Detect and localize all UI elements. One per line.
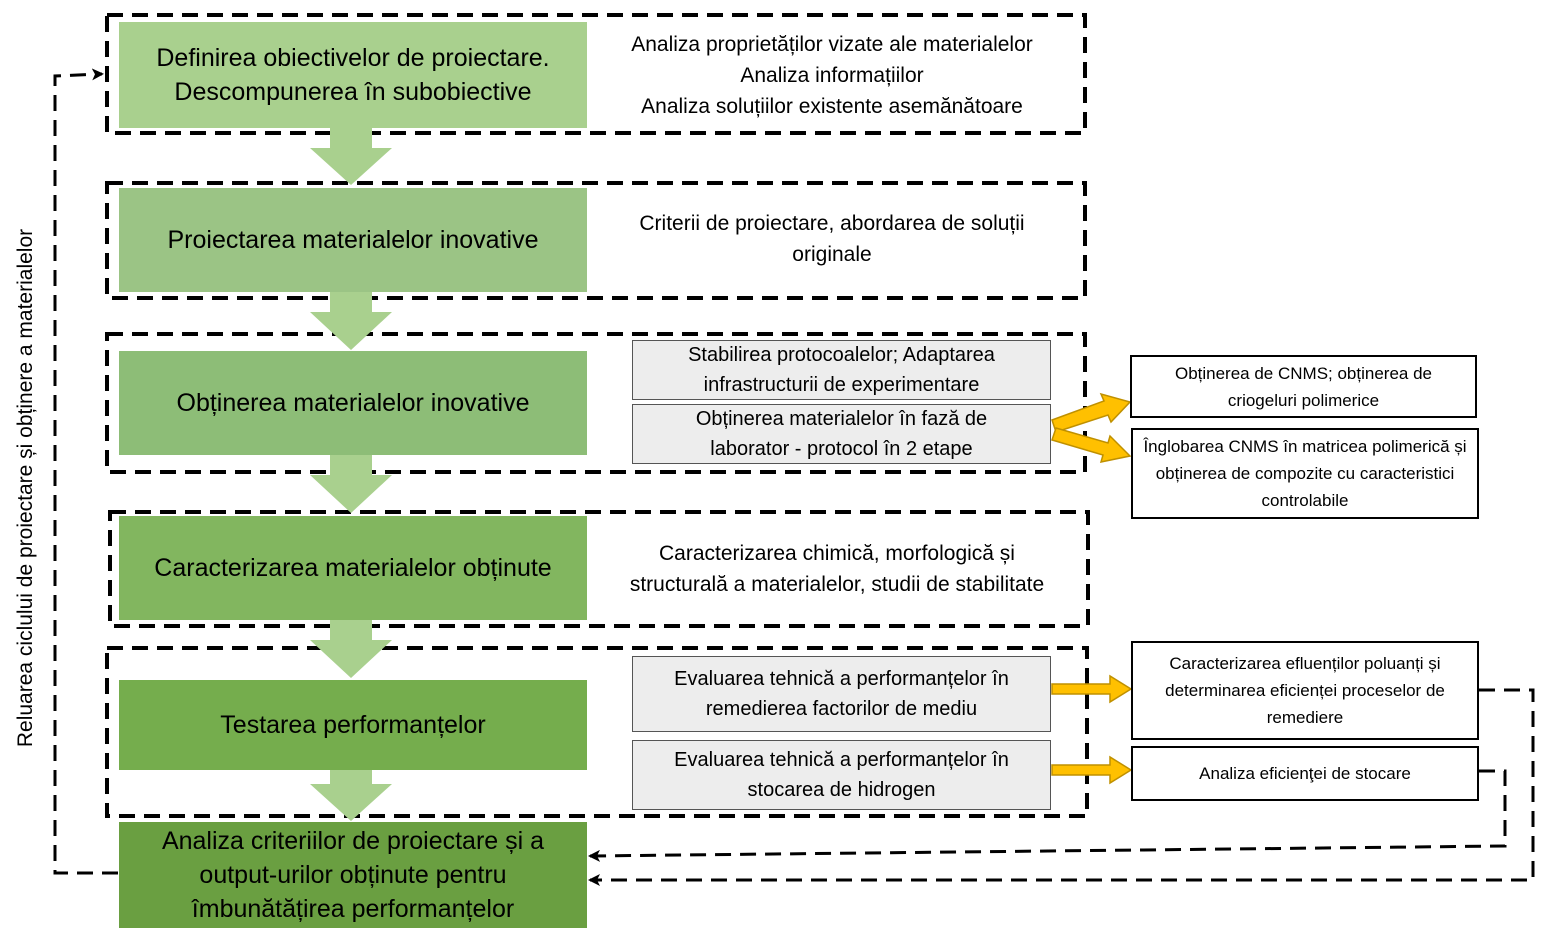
stage-5-output-1-text: Caracterizarea efluenților poluanți și d…: [1165, 654, 1445, 727]
feedback-remediation-line: [588, 688, 1535, 886]
stage-6-box: Analiza criteriilor de proiectare și a o…: [119, 822, 587, 928]
stage-2-box: Proiectarea materialelor inovative: [119, 188, 587, 292]
stage-3-output-2-text: Înglobarea CNMS în matricea polimerică ș…: [1143, 437, 1467, 510]
stage-1-box: Definirea obiectivelor de proiectare. De…: [119, 22, 587, 128]
yellow-arrow-2: [1051, 427, 1132, 463]
stage-1-note: Analiza proprietăților vizate ale materi…: [592, 28, 1072, 122]
stage-3-output-2: Înglobarea CNMS în matricea polimerică ș…: [1131, 428, 1479, 519]
feedback-storage-line: [588, 769, 1507, 862]
stage-3-step-2: Obținerea materialelor în fază de labora…: [632, 404, 1051, 464]
down-arrow-3: [310, 455, 392, 513]
stage-6-label: Analiza criteriilor de proiectare și a o…: [161, 827, 545, 923]
loop-restart-label: Reluarea ciclului de proiectare și obțin…: [14, 228, 37, 748]
stage-5-output-1: Caracterizarea efluenților poluanți și d…: [1131, 641, 1479, 740]
stage-1-note-line-1: Analiza proprietăților vizate ale materi…: [631, 32, 1033, 56]
stage-3-step-2-text: Obținerea materialelor în fază de labora…: [695, 408, 988, 460]
stage-5-output-2: Analiza eficienţei de stocare: [1131, 746, 1479, 801]
group-frame-4: [108, 510, 1090, 628]
group-frame-5: [105, 646, 1089, 818]
yellow-arrow-1: [1051, 392, 1132, 433]
down-arrow-4: [310, 619, 392, 678]
stage-4-note-line-1: Caracterizarea chimică, morfologică și: [659, 542, 1015, 565]
stage-3-step-1: Stabilirea protocoalelor; Adaptarea infr…: [632, 340, 1051, 400]
stage-2-label: Proiectarea materialelor inovative: [167, 226, 539, 254]
stage-2-note-line-2: originale: [792, 243, 872, 266]
stage-4-label: Caracterizarea materialelor obținute: [154, 554, 552, 582]
yellow-arrow-4: [1051, 755, 1133, 785]
stage-3-step-1-text: Stabilirea protocoalelor; Adaptarea infr…: [688, 344, 995, 396]
down-arrow-5: [310, 769, 392, 821]
stage-3-output-1-text: Obținerea de CNMS; obținerea de criogelu…: [1174, 363, 1433, 410]
down-arrow-1: [310, 127, 392, 185]
stage-5-label: Testarea performanțelor: [220, 711, 486, 739]
stage-5-output-2-text: Analiza eficienţei de stocare: [1199, 764, 1411, 783]
stage-2-note-line-1: Criterii de proiectare, abordarea de sol…: [639, 212, 1025, 235]
stage-5-box: Testarea performanțelor: [119, 680, 587, 770]
group-frame-3: [105, 332, 1087, 474]
stage-5-step-2-text: Evaluarea tehnică a performanțelor în st…: [674, 749, 1009, 801]
stage-4-note-line-2: structurală a materialelor, studii de st…: [629, 573, 1045, 596]
stage-5-step-2: Evaluarea tehnică a performanțelor în st…: [632, 740, 1051, 810]
yellow-arrow-3: [1051, 674, 1133, 704]
stage-1-label: Definirea obiectivelor de proiectare. De…: [156, 44, 550, 106]
stage-4-note: Caracterizarea chimică, morfologică și s…: [590, 536, 1084, 602]
down-arrow-2: [310, 291, 392, 350]
stage-5-step-1: Evaluarea tehnică a performanțelor în re…: [632, 656, 1051, 732]
stage-1-note-line-3: Analiza soluțiilor existente asemănătoar…: [641, 94, 1023, 118]
stage-3-label: Obținerea materialelor inovative: [176, 389, 530, 417]
stage-5-step-1-text: Evaluarea tehnică a performanțelor în re…: [674, 668, 1009, 720]
stage-3-box: Obținerea materialelor inovative: [119, 351, 587, 455]
group-frame-2: [105, 181, 1087, 300]
group-frame-1: [105, 13, 1087, 135]
stage-1-note-line-2: Analiza informațiilor: [740, 63, 924, 87]
stage-3-output-1: Obținerea de CNMS; obținerea de criogelu…: [1130, 355, 1477, 418]
loop-restart-line: [53, 68, 118, 875]
stage-2-note: Criterii de proiectare, abordarea de sol…: [592, 206, 1072, 272]
stage-4-box: Caracterizarea materialelor obținute: [119, 516, 587, 620]
